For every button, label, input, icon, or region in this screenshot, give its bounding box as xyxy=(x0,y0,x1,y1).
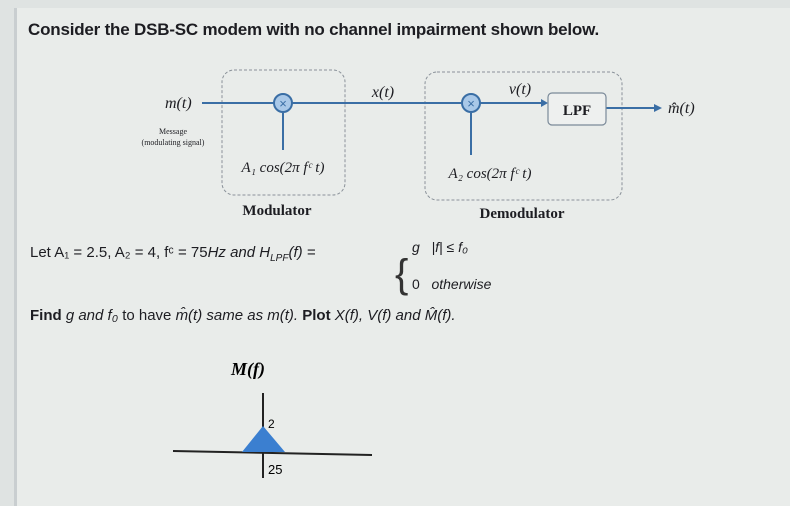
task-find: Find xyxy=(30,307,62,324)
case-value: 0 xyxy=(412,276,420,292)
modulator-box xyxy=(221,69,346,196)
demodulator-box xyxy=(424,71,623,201)
freq-axis xyxy=(172,450,373,456)
input-caption: (modulating signal) xyxy=(142,138,205,147)
demodulator-label: Demodulator xyxy=(480,206,565,222)
demod-carrier: A₂ cos(2π fᶜ t) xyxy=(448,166,532,182)
modulator-mixer xyxy=(273,93,293,113)
case-value: g xyxy=(412,239,420,255)
problem-panel xyxy=(14,8,790,506)
arrow-icon xyxy=(654,104,662,112)
task-text: to have xyxy=(122,307,176,324)
lpf-label: LPF xyxy=(563,103,591,119)
spectrum-triangle xyxy=(242,426,285,452)
lpf-block xyxy=(547,92,607,126)
task-text: m̂(t) same as m(t). xyxy=(175,307,299,324)
v-signal-label: v(t) xyxy=(509,81,531,98)
task-text: g and f₀ xyxy=(61,307,123,324)
multiply-icon: × xyxy=(279,96,287,111)
input-caption: Message xyxy=(159,127,187,136)
case-1: g |f| ≤ f₀ xyxy=(412,239,468,255)
spectrum-title: M(f) xyxy=(230,359,265,380)
given-line: Let A₁ = 2.5, A₂ = 4, fᶜ = 75Hz and HLPF… xyxy=(30,244,316,264)
bandwidth-label: 25 xyxy=(268,462,282,477)
case-condition: otherwise xyxy=(431,276,492,292)
given-subscript: LPF xyxy=(270,253,289,264)
problem-title: Consider the DSB-SC modem with no channe… xyxy=(28,20,600,39)
arrow-icon xyxy=(541,99,548,107)
modulator-carrier: A₁ cos(2π fᶜ t) xyxy=(241,160,325,176)
cases-brace: { xyxy=(395,252,408,296)
case-condition: |f| ≤ f₀ xyxy=(431,239,468,255)
demodulator-mixer xyxy=(461,93,481,113)
case-2: 0 otherwise xyxy=(412,276,491,292)
given-unit: Hz and H xyxy=(207,244,271,261)
task-text: X(f), V(f) and M̂(f). xyxy=(334,307,456,324)
tx-signal-label: x(t) xyxy=(371,84,394,101)
multiply-icon: × xyxy=(467,96,475,111)
modulator-label: Modulator xyxy=(242,203,312,219)
task-plot: Plot xyxy=(298,307,335,324)
input-label: m(t) xyxy=(165,95,192,112)
given-function: (f) = xyxy=(288,244,316,261)
output-label: m̂(t) xyxy=(668,100,695,117)
peak-label: 2 xyxy=(268,417,275,431)
given-params: Let A₁ = 2.5, A₂ = 4, fᶜ = 75 xyxy=(30,244,208,261)
task-line: Find g and f₀ to have m̂(t) same as m(t)… xyxy=(30,307,456,324)
